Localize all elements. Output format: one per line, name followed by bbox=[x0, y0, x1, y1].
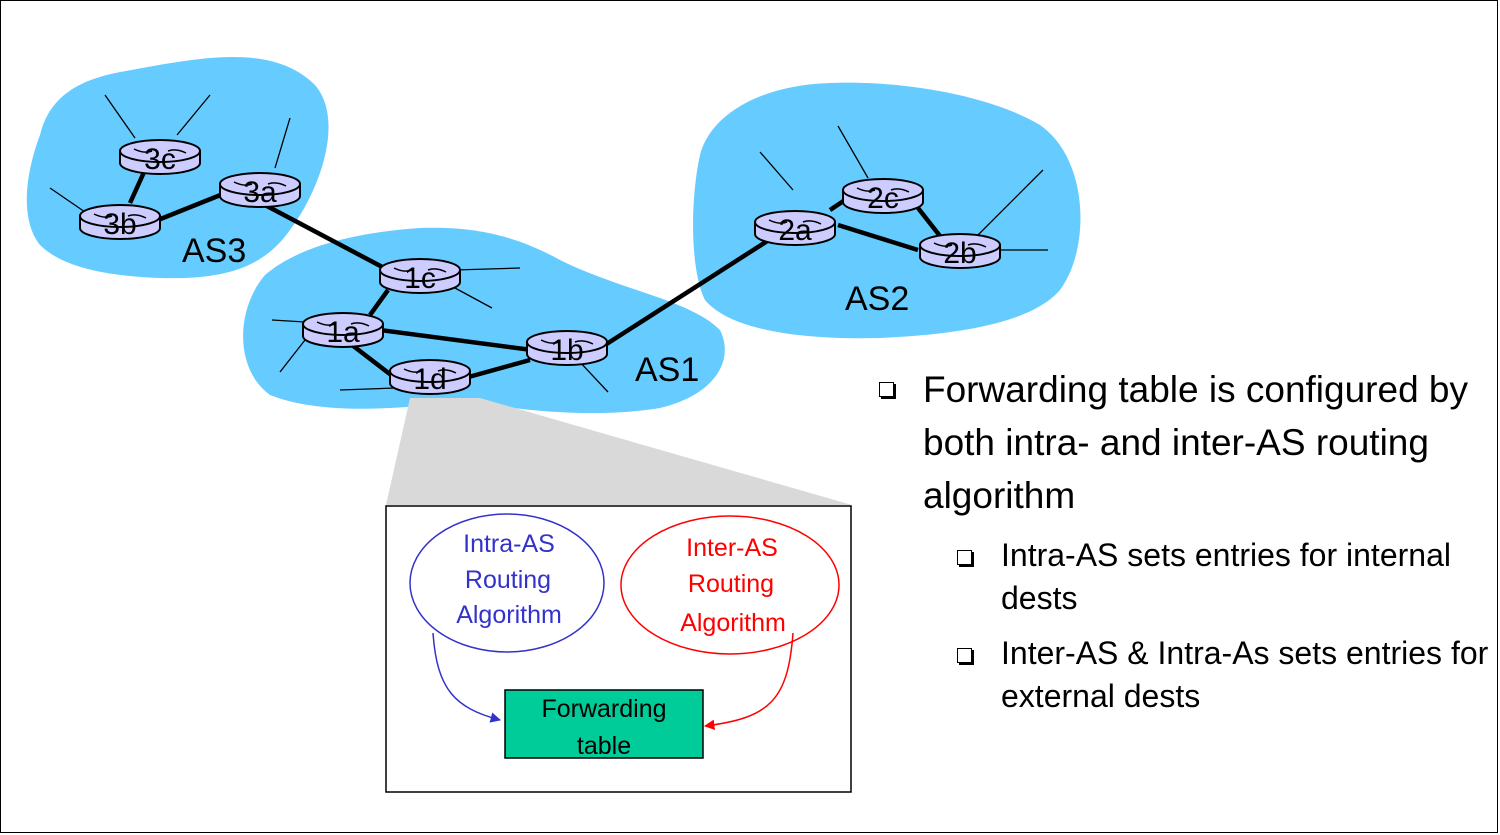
square-bullet-icon bbox=[957, 550, 972, 565]
intra-as-line-2: Routing bbox=[465, 566, 551, 594]
router-2b: 2b bbox=[919, 233, 1001, 270]
intra-to-table-arrow bbox=[432, 632, 502, 723]
router-top bbox=[842, 178, 924, 202]
inter-as-line-2: Routing bbox=[688, 570, 774, 598]
router-arrows-icon bbox=[403, 368, 457, 374]
router-2a: 2a bbox=[754, 210, 836, 247]
inter-to-table-arrow bbox=[703, 632, 794, 731]
as2-label: AS2 bbox=[845, 280, 909, 318]
router-3a: 3a bbox=[219, 172, 301, 209]
router-arrows-icon bbox=[133, 148, 187, 154]
stub-links bbox=[49, 94, 1048, 393]
as3-label: AS3 bbox=[182, 232, 246, 270]
bullet-sub-1-text: Intra-AS sets entries for internal dests bbox=[1001, 537, 1451, 616]
intra-as-line-3: Algorithm bbox=[456, 601, 562, 629]
router-top bbox=[754, 210, 836, 234]
zoom-wedge bbox=[386, 398, 852, 505]
square-bullet-icon bbox=[879, 382, 894, 397]
router-3b: 3b bbox=[79, 204, 161, 241]
router-label: 1b bbox=[550, 334, 583, 367]
as1-label: AS1 bbox=[635, 351, 699, 389]
inter-as-line-3: Algorithm bbox=[680, 609, 786, 637]
router-1a: 1a bbox=[302, 312, 384, 349]
router-top bbox=[302, 312, 384, 336]
router-top bbox=[379, 258, 461, 282]
inter-as-line-1: Inter-AS bbox=[686, 534, 778, 562]
router-arrows-icon bbox=[233, 181, 287, 187]
as1-cloud bbox=[243, 227, 725, 414]
router-top bbox=[919, 233, 1001, 257]
intra-as-algorithm-ellipse bbox=[409, 513, 605, 653]
forwarding-table-line-1: Forwarding bbox=[541, 695, 666, 723]
router-arrows-icon bbox=[768, 219, 822, 225]
router-label: 2a bbox=[778, 214, 812, 247]
router-1b: 1b bbox=[526, 330, 608, 367]
router-label: 1c bbox=[404, 262, 436, 295]
router-1d: 1d bbox=[389, 359, 471, 396]
router-1c: 1c bbox=[379, 258, 461, 295]
router-3c: 3c bbox=[119, 139, 201, 176]
bullet-main: Forwarding table is configured by both i… bbox=[873, 363, 1493, 522]
inter-as-algorithm-ellipse bbox=[620, 515, 840, 655]
router-label: 2b bbox=[943, 237, 976, 270]
router-top bbox=[219, 172, 301, 196]
forwarding-table-line-2: table bbox=[577, 732, 631, 760]
router-top bbox=[79, 204, 161, 228]
router-label: 3a bbox=[243, 176, 277, 209]
intra-as-line-1: Intra-AS bbox=[463, 530, 555, 558]
router-label: 3c bbox=[144, 143, 176, 176]
router-arrows-icon bbox=[393, 267, 447, 273]
forwarding-table-box bbox=[504, 689, 704, 759]
router-top bbox=[526, 330, 608, 354]
router-arrows-icon bbox=[316, 321, 370, 327]
router-arrows-icon bbox=[540, 339, 594, 345]
router-label: 3b bbox=[103, 208, 136, 241]
router-2c: 2c bbox=[842, 178, 924, 215]
router-arrows-icon bbox=[856, 187, 910, 193]
router-top bbox=[119, 139, 201, 163]
router-links bbox=[127, 169, 942, 381]
router-label: 1d bbox=[413, 363, 446, 396]
square-bullet-icon bbox=[957, 648, 972, 663]
router-arrows-icon bbox=[93, 213, 147, 219]
bullet-list: Forwarding table is configured by both i… bbox=[873, 363, 1493, 718]
bullet-main-text: Forwarding table is configured by both i… bbox=[923, 369, 1469, 516]
router-label: 2c bbox=[867, 182, 899, 215]
bullet-sub-1: Intra-AS sets entries for internal dests bbox=[873, 534, 1493, 620]
router-arrows-icon bbox=[933, 242, 987, 248]
router-top bbox=[389, 359, 471, 383]
bullet-sub-2: Inter-AS & Intra-As sets entries for ext… bbox=[873, 632, 1493, 718]
router-label: 1a bbox=[326, 316, 360, 349]
bullet-sub-2-text: Inter-AS & Intra-As sets entries for ext… bbox=[1001, 635, 1489, 714]
